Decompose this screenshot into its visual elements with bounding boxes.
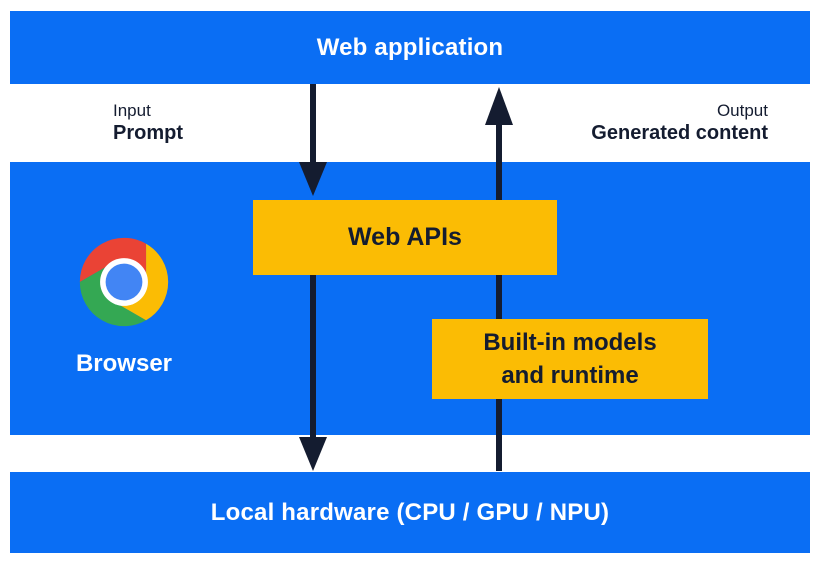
browser-label: Browser [75,350,173,377]
built-in-models-box: Built-in models and runtime [432,319,708,399]
built-in-models-line1: Built-in models [483,329,657,356]
web-apis-box: Web APIs [253,200,557,275]
local-hardware-bar: Local hardware (CPU / GPU / NPU) [10,472,810,553]
chrome-icon [78,236,170,328]
local-hardware-label: Local hardware (CPU / GPU / NPU) [210,498,610,526]
web-apis-label: Web APIs [348,223,462,251]
output-label: Output [716,101,768,120]
built-in-models-line2: and runtime [501,362,639,389]
web-application-label: Web application [316,33,504,61]
generated-content-label: Generated content [591,122,768,144]
prompt-label: Prompt [113,122,183,144]
web-application-bar: Web application [10,11,810,84]
input-label: Input [113,101,151,120]
